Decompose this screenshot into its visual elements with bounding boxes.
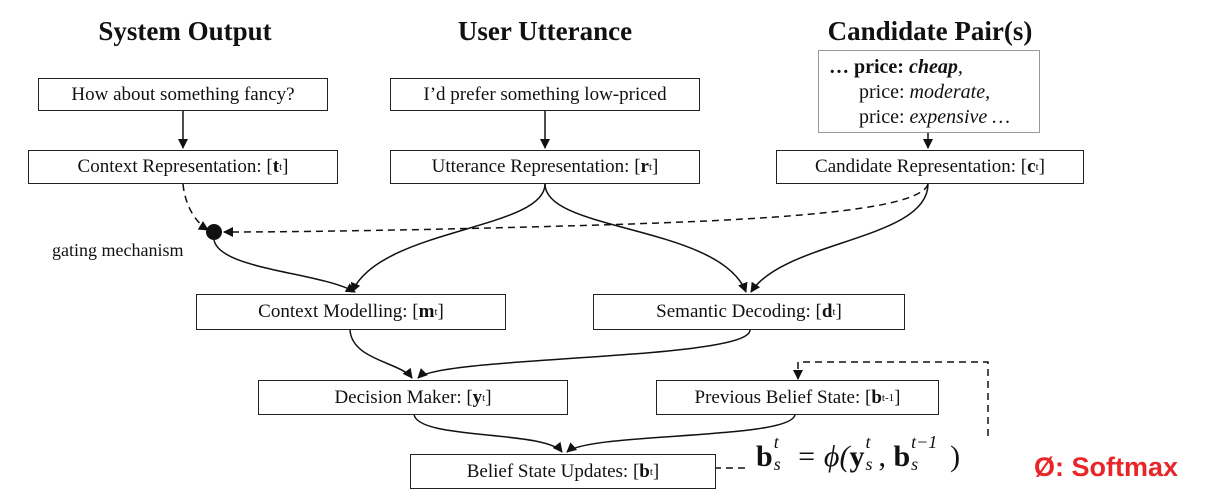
dashed-feedback-loop [793,361,989,436]
header-candidate-pairs: Candidate Pair(s) [827,16,1033,46]
semantic-decoding-symbol: d [821,301,833,322]
previous-belief-state-symbol: b [871,386,882,408]
arrow-utterance-to-semantic-decoding [544,183,748,293]
belief-state-updates-sub: t [649,465,653,478]
softmax-note: Ø: Softmax [1034,452,1179,482]
arrow-gate-to-context-modelling [213,239,356,293]
utterance-representation-sub: t [648,161,653,173]
header-user-utterance: User Utterance [457,16,633,46]
formula-comma: , [878,440,894,473]
previous-belief-state-label: Previous Belief State: [ [694,386,872,408]
formula-close: ) [950,440,961,473]
formula-b-sub: s [911,454,919,474]
candidate-line-expensive: price: expensive … [859,106,1011,128]
dashed-context-to-gate [182,183,209,231]
formula-b: b [893,440,911,473]
semantic-decoding-label: Semantic Decoding: [ [656,301,822,322]
formula-y-sub: s [865,454,873,474]
arrow-semantic-decoding-to-decision [417,329,751,379]
candidate-representation-symbol: c [1027,156,1036,177]
arrow-candidate-to-semantic-decoding [750,183,929,293]
formula-equals-phi: = ϕ( [788,440,850,473]
formula-lhs-sup: t [773,432,779,452]
belief-state-updates-label: Belief State Updates: [ [466,460,640,482]
context-modelling-symbol: m [418,301,435,322]
candidate-representation-sub: t [1035,161,1039,173]
header-system-output: System Output [98,16,272,46]
dashed-candidate-to-gate [223,183,929,237]
arrow-decision-to-updates [413,413,563,453]
formula-lhs: b [756,440,773,473]
formula-y: y [849,440,865,473]
decision-maker-sub: t [482,391,486,404]
formula-y-sup: t [865,432,871,452]
candidate-line-moderate: price: moderate, [859,81,991,103]
candidate-representation-label: Candidate Representation: [ [815,156,1028,177]
previous-belief-state-sub: t-1 [881,391,895,404]
system-output-box: How about something fancy? [38,78,328,111]
system-output-text: How about something fancy? [71,83,295,105]
decision-maker-symbol: y [472,386,483,408]
user-utterance-text: I’d prefer something low-priced [423,83,667,105]
belief-state-updates-symbol: b [639,460,650,482]
decision-maker-label: Decision Maker: [ [334,386,473,408]
context-modelling-sub: t [434,306,438,318]
utterance-representation-symbol: r [640,156,649,177]
utterance-representation-label: Utterance Representation: [ [431,156,641,177]
candidate-pairs-box: … price: cheap, price: moderate, price: … [818,50,1040,133]
user-utterance-box: I’d prefer something low-priced [390,78,700,111]
context-modelling-label: Context Modelling: [ [258,301,419,322]
context-representation-sub: t [279,161,283,173]
formula-lhs-sub: s [773,454,781,474]
arrow-context-modelling-to-decision [349,329,413,379]
formula-b-sup: t−1 [911,432,938,452]
arrow-utterance-to-context-modelling [351,183,546,293]
semantic-decoding-sub: t [832,306,836,318]
gating-node [206,224,222,240]
arrow-previous-to-updates [566,413,796,453]
candidate-line-cheap: … price: cheap, [829,56,963,78]
context-representation-symbol: t [272,156,280,177]
context-representation-label: Context Representation: [ [77,156,273,177]
gating-mechanism-label: gating mechanism [52,240,184,260]
